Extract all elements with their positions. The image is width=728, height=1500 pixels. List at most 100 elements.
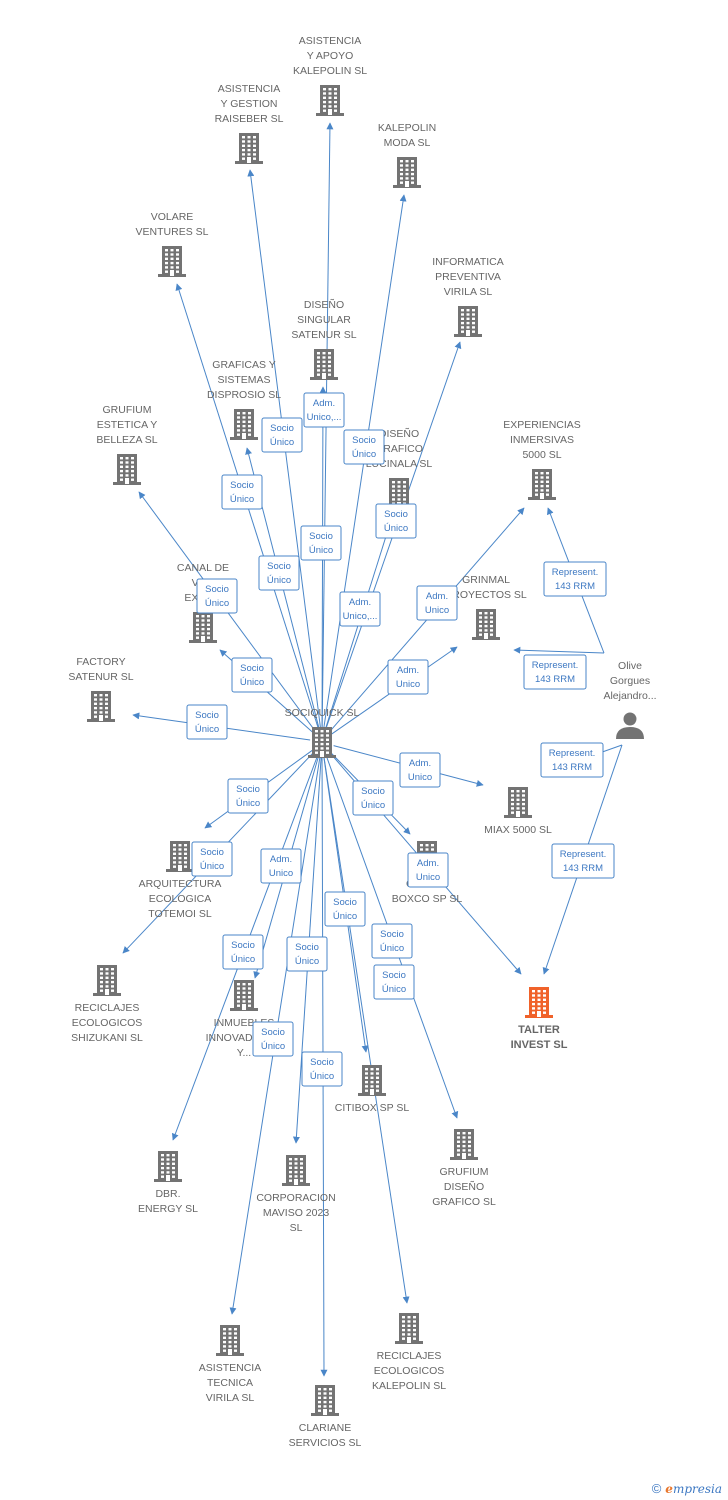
copyright-icon: © — [651, 1481, 662, 1496]
edge-label[interactable]: Adm.Unico — [416, 585, 458, 621]
node-label-line: ASISTENCIA — [199, 1362, 261, 1374]
edge-label-line: Socio — [309, 531, 333, 542]
edge-label[interactable]: Represent.143 RRM — [523, 654, 587, 690]
node-sociquick[interactable]: SOCIQUICK SL — [285, 707, 360, 758]
edge-label[interactable]: Adm.Unico — [399, 752, 441, 788]
edge-label-line: Socio — [261, 1027, 285, 1038]
edge-label[interactable]: Adm.Unico — [260, 848, 302, 884]
edge-label[interactable]: Represent.143 RRM — [551, 843, 615, 879]
node-miax[interactable]: MIAX 5000 SL — [484, 787, 552, 836]
node-label-line: RECICLAJES — [75, 1002, 140, 1014]
edge-label-line: Socio — [382, 970, 406, 981]
node-label-line: KALEPOLIN SL — [293, 65, 367, 77]
edge-label-line: Único — [261, 1041, 285, 1052]
node-label-line: SHIZUKANI SL — [71, 1032, 143, 1044]
building-icon — [166, 841, 194, 872]
edge-label[interactable]: Represent.143 RRM — [540, 742, 604, 778]
edge-label-line: Adm. — [409, 758, 431, 769]
node-citibox_sp[interactable]: CITIBOX SP SL — [335, 1065, 410, 1114]
node-label-line: ESTETICA Y — [97, 419, 158, 431]
edge-label-line: Socio — [267, 561, 291, 572]
node-label-line: ENERGY SL — [138, 1203, 198, 1215]
building-icon — [235, 133, 263, 164]
node-label-line: CLARIANE — [299, 1422, 352, 1434]
edge-label[interactable]: Adm.Unico,... — [339, 591, 381, 627]
building-icon — [454, 306, 482, 337]
building-icon — [230, 409, 258, 440]
node-label-line: DISEÑO — [379, 427, 419, 440]
node-label-line: RAISEBER SL — [215, 113, 284, 125]
node-olive[interactable]: OliveGorguesAlejandro... — [603, 660, 657, 739]
edge-label-line: Socio — [205, 584, 229, 595]
edge-label-line: Único — [270, 437, 294, 448]
building-icon — [528, 469, 556, 500]
building-icon — [308, 727, 336, 758]
building-icon — [113, 454, 141, 485]
edge-label-line: Único — [380, 943, 404, 954]
building-icon — [311, 1385, 339, 1416]
node-label-line: CORPORACION — [256, 1192, 335, 1204]
edge-label-line: Único — [310, 1071, 334, 1082]
edge-label-line: Adm. — [397, 665, 419, 676]
edge-label-line: Único — [361, 800, 385, 811]
edge-label-line: Adm. — [426, 591, 448, 602]
edge-label[interactable]: Adm.Unico — [407, 852, 449, 888]
node-label-line: ARQUITECTURA — [139, 878, 222, 890]
edge-label-line: Adm. — [417, 858, 439, 869]
node-label-line: VENTURES SL — [136, 226, 209, 238]
node-label-line: DISPROSIO SL — [207, 389, 281, 401]
node-label-line: GRUFIUM — [103, 404, 152, 416]
node-dbr[interactable]: DBR.ENERGY SL — [138, 1151, 198, 1215]
node-label-line: Y GESTION — [221, 98, 278, 110]
edge-label-line: Socio — [295, 942, 319, 953]
person-icon — [616, 712, 644, 739]
edge-label[interactable]: Adm.Unico — [387, 659, 429, 695]
edge-label[interactable]: Adm.Unico,... — [303, 392, 345, 428]
edge-label[interactable]: Represent.143 RRM — [543, 561, 607, 597]
node-label-line: GRAFICO SL — [432, 1196, 496, 1208]
building-icon — [450, 1129, 478, 1160]
edge-olive-grinmal — [513, 646, 605, 654]
node-label-line: RECICLAJES — [377, 1350, 442, 1362]
